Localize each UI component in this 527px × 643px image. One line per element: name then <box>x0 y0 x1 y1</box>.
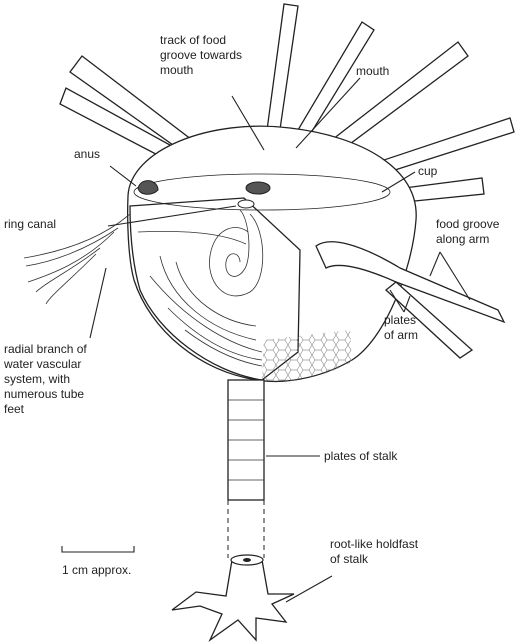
label-cup: cup <box>418 164 438 178</box>
label-radial-branch: radial branch of water vascular system, … <box>3 342 90 416</box>
label-ring-canal: ring canal <box>4 217 56 231</box>
label-scale: 1 cm approx. <box>62 563 131 577</box>
label-anus: anus <box>74 147 100 161</box>
label-mouth: mouth <box>356 64 389 78</box>
scale-bar <box>62 546 134 552</box>
label-track-food-groove: track of food groove towards mouth <box>160 33 245 77</box>
label-holdfast: root-like holdfast of stalk <box>330 537 421 566</box>
label-food-groove-arm: food groove along arm <box>436 217 503 246</box>
mouth-shape <box>246 182 270 194</box>
label-plates-of-stalk: plates of stalk <box>324 449 398 463</box>
stalk <box>228 380 264 558</box>
label-plates-of-arm: plates of arm <box>384 313 419 342</box>
ring-canal-shape <box>238 200 254 208</box>
holdfast <box>172 555 294 640</box>
